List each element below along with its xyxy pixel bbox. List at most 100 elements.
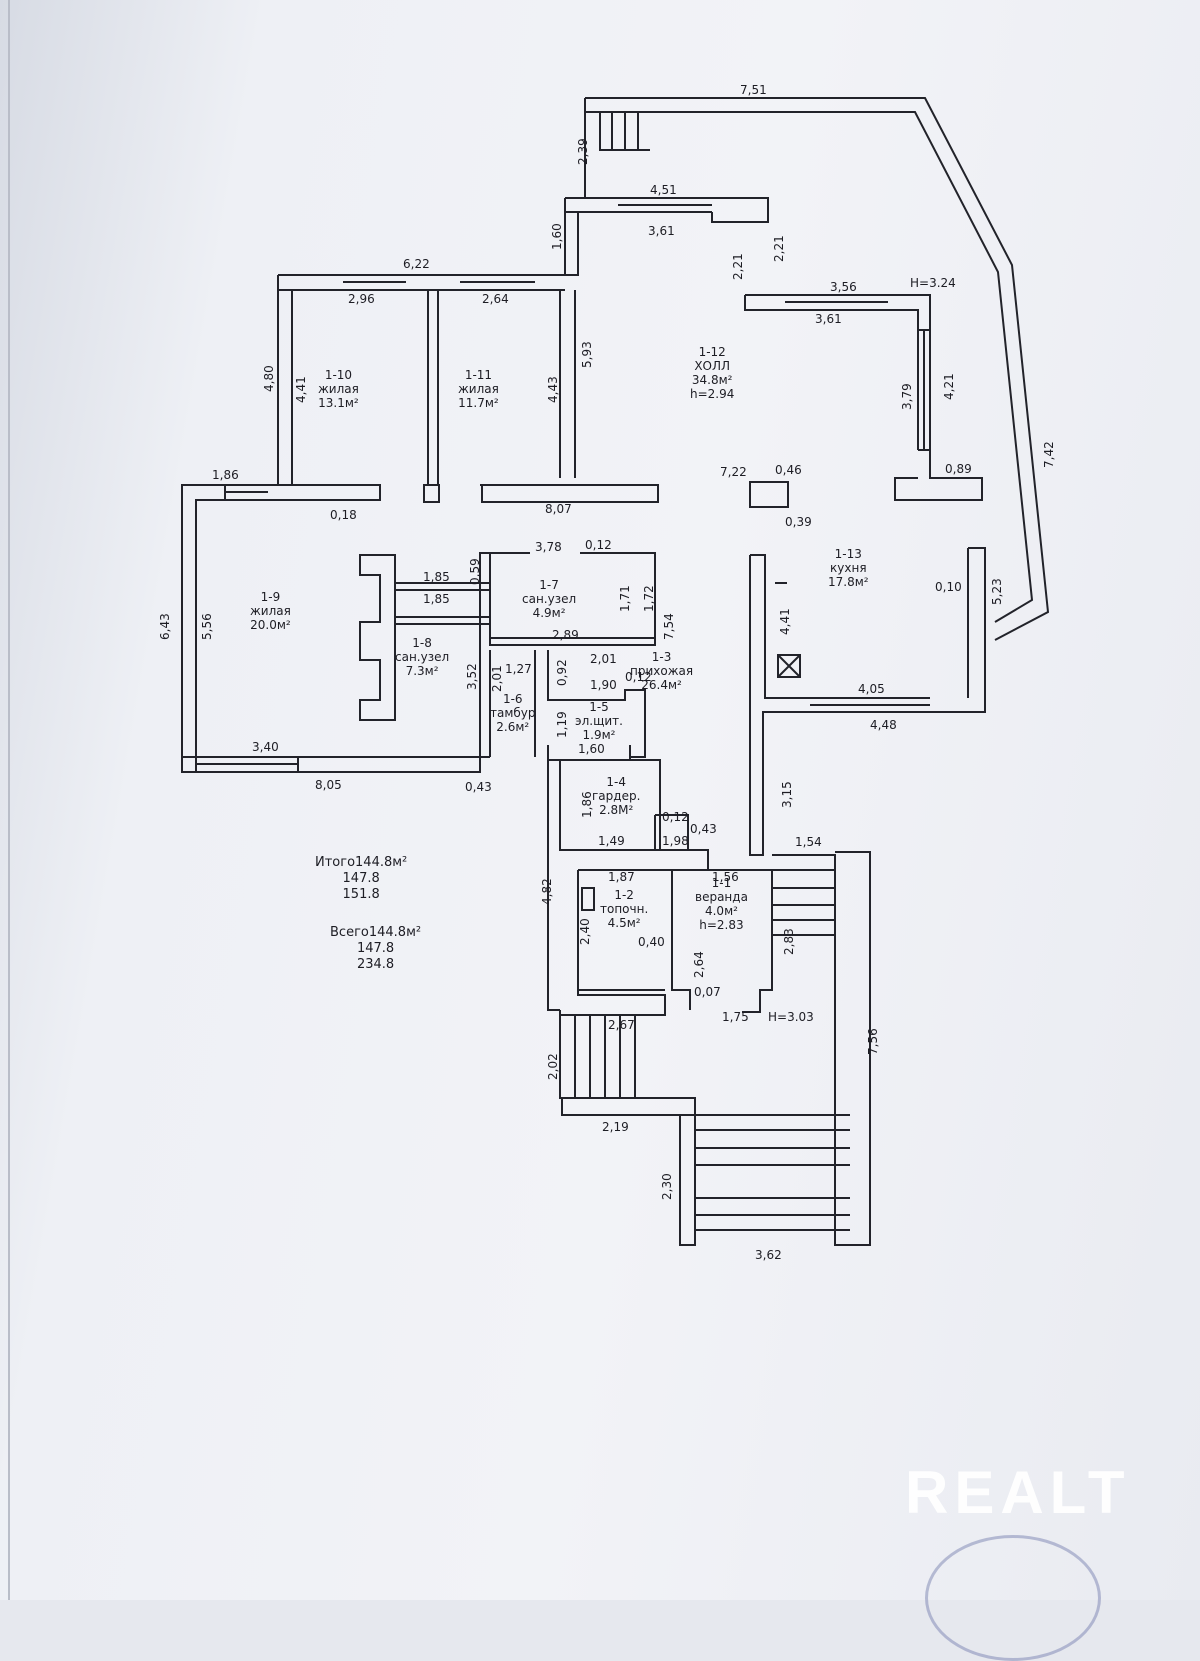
dim-label: 2,21 (772, 235, 786, 262)
terrace-outline-inner (585, 111, 1034, 623)
dim-label: 2,64 (482, 292, 509, 306)
window-hall-right (785, 294, 888, 311)
dim-label: 7,56 (866, 1028, 880, 1055)
window-hall-side (917, 330, 931, 450)
dim-label: 6,43 (158, 613, 172, 640)
dim-label: 1,72 (642, 585, 656, 612)
watermark-logo: REALT (905, 1459, 1131, 1526)
dim-label: 3,40 (252, 740, 279, 754)
dim-label: 3,61 (648, 224, 675, 238)
dim-label: 4,41 (778, 608, 792, 635)
wall-hall-top (565, 197, 769, 223)
dim-label: 0,43 (465, 780, 492, 794)
dim-label: 7,42 (1042, 441, 1056, 468)
window-1-9-bottom (196, 756, 298, 773)
dim-label: 3,52 (465, 663, 479, 690)
dim-label: 1,87 (608, 870, 635, 884)
dim-label: 1,71 (618, 585, 632, 612)
dim-label: 2,21 (731, 253, 745, 280)
dim-label: 1,85 (423, 570, 450, 584)
dim-label: 2,96 (348, 292, 375, 306)
window-hall-top (618, 197, 712, 213)
wall-kitchen-right (930, 547, 986, 713)
seal-stamp (925, 1535, 1101, 1661)
dim-label: 2,01 (590, 652, 617, 666)
dim-label: 1,98 (662, 834, 689, 848)
window-1-9-top (225, 484, 268, 501)
dim-label: 7,22 (720, 465, 747, 479)
dim-label: 7,54 (662, 613, 676, 640)
terrace-outline (585, 97, 1050, 641)
stair-bottom (559, 1010, 640, 1099)
window-1-11 (460, 274, 535, 291)
dim-label: 1,86 (212, 468, 239, 482)
dim-label: 2,89 (552, 628, 579, 642)
dim-label: 3,56 (830, 280, 857, 294)
dim-label: 1,54 (795, 835, 822, 849)
dim-label: 2,40 (578, 918, 592, 945)
wall-1-11-hall (559, 290, 576, 478)
dim-label: 4,41 (294, 376, 308, 403)
dim-label: 2,30 (660, 1173, 674, 1200)
dim-label: 5,23 (990, 578, 1004, 605)
dim-label: 2,39 (576, 138, 590, 165)
dim-label: 1,60 (550, 223, 564, 250)
dim-label: 1,60 (578, 742, 605, 756)
dim-label: 8,05 (315, 778, 342, 792)
dim-label: 2,67 (608, 1018, 635, 1032)
dim-label: 4,82 (540, 878, 554, 905)
paper-fold-line (8, 0, 10, 1600)
dim-label: 2,02 (546, 1053, 560, 1080)
dim-label: 0,46 (775, 463, 802, 477)
dim-label: 4,48 (870, 718, 897, 732)
dim-label: 5,93 (580, 341, 594, 368)
dim-label: 4,21 (942, 373, 956, 400)
dim-label: 3,79 (900, 383, 914, 410)
dim-label: 8,07 (545, 502, 572, 516)
dim-label: 4,80 (262, 365, 276, 392)
dim-label: 3,61 (815, 312, 842, 326)
dim-label: 2,64 (692, 951, 706, 978)
dim-label: 0,43 (690, 822, 717, 836)
dim-label: 1,27 (505, 662, 532, 676)
dim-label: 7,51 (740, 83, 767, 97)
floor-plan-sheet (0, 0, 1200, 1600)
dim-label: 0,40 (638, 935, 665, 949)
stair-right (772, 851, 871, 1246)
dim-label: 1,19 (555, 711, 569, 738)
dim-label: 4,51 (650, 183, 677, 197)
dim-label: 3,15 (780, 781, 794, 808)
dim-label: 4,05 (858, 682, 885, 696)
dim-label: 3,62 (755, 1248, 782, 1262)
dim-label: 1,75 (722, 1010, 749, 1024)
dim-label: 0,12 (662, 810, 689, 824)
dim-label: 2,01 (490, 665, 504, 692)
dim-label: 6,22 (403, 257, 430, 271)
floor-plan-drawing (181, 97, 1050, 1246)
dim-label: 1,56 (712, 870, 739, 884)
wall-bedrooms-top (278, 274, 578, 291)
dim-label: 4,43 (546, 376, 560, 403)
window-1-10 (343, 274, 406, 291)
dim-label: 0,12 (585, 538, 612, 552)
dim-label: 1,85 (423, 592, 450, 606)
dim-label: 0,89 (945, 462, 972, 476)
stair-top (599, 112, 650, 151)
dim-label: 0,59 (468, 558, 482, 585)
dim-label: H=3.03 (768, 1010, 814, 1024)
dim-label: 0,39 (785, 515, 812, 529)
